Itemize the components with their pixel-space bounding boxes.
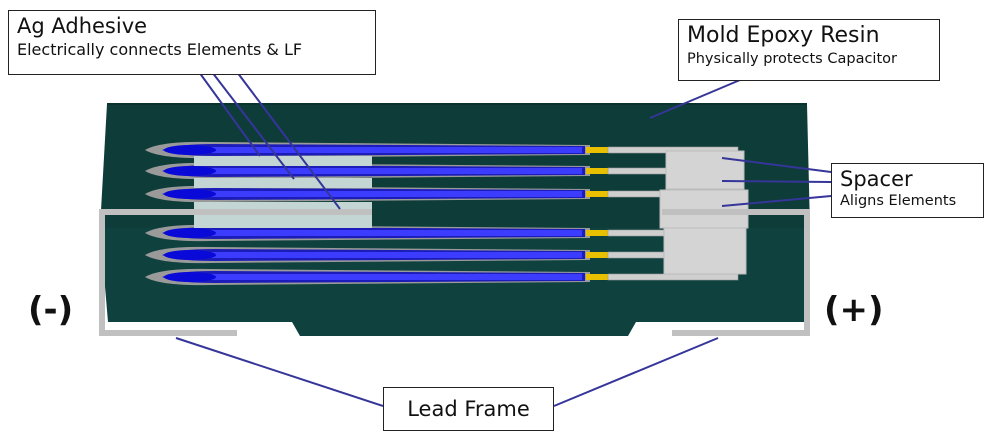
element-6-tip [164, 272, 216, 282]
element-4-core [210, 230, 582, 236]
element-2-core [210, 168, 582, 174]
element-3-tip [164, 189, 216, 199]
positive-terminal-label: (+) [824, 290, 884, 330]
ag-adhesive-title: Ag Adhesive [17, 14, 148, 38]
ag-adhesive-subtitle: Electrically connects Elements & LF [17, 40, 303, 59]
lead-frame-negative [99, 209, 372, 336]
spacer-callout: Spacer Aligns Elements [831, 163, 984, 218]
element-4-tip [164, 228, 216, 238]
element-2-tip [164, 166, 216, 176]
element-1-core [210, 147, 582, 153]
element-6-gold-lead [586, 274, 608, 280]
lead-frame-positive [662, 209, 810, 336]
ag-adhesive-callout: Ag Adhesive Electrically connects Elemen… [8, 10, 376, 75]
spacer-block-bottom [663, 227, 747, 275]
mold-epoxy-callout: Mold Epoxy Resin Physically protects Cap… [678, 19, 940, 81]
negative-terminal-label: (-) [28, 290, 74, 330]
element-3-gold-lead [586, 191, 608, 197]
lead-frame-callout: Lead Frame [383, 387, 554, 431]
element-5-gold-lead [586, 252, 608, 258]
element-3-core [210, 191, 582, 197]
ag-adhesive-block-upper-2 [194, 178, 372, 188]
lead-frame-title: Lead Frame [407, 397, 530, 421]
element-6-anode-wire [607, 273, 739, 281]
element-2-gold-lead [586, 168, 608, 174]
spacer-subtitle: Aligns Elements [840, 193, 957, 209]
element-4-gold-lead [586, 230, 608, 236]
element-1-gold-lead [586, 147, 608, 153]
spacer-block-top [665, 150, 745, 190]
spacer-title: Spacer [840, 167, 913, 191]
element-6-core [210, 274, 582, 280]
ag-adhesive-block-upper [194, 156, 372, 166]
element-1-tip [164, 145, 216, 155]
element-5-tip [164, 250, 216, 260]
mold-epoxy-title: Mold Epoxy Resin [687, 23, 880, 48]
leader-lines [175, 71, 832, 407]
element-5-core [210, 252, 582, 258]
mold-epoxy-subtitle: Physically protects Capacitor [687, 51, 897, 67]
